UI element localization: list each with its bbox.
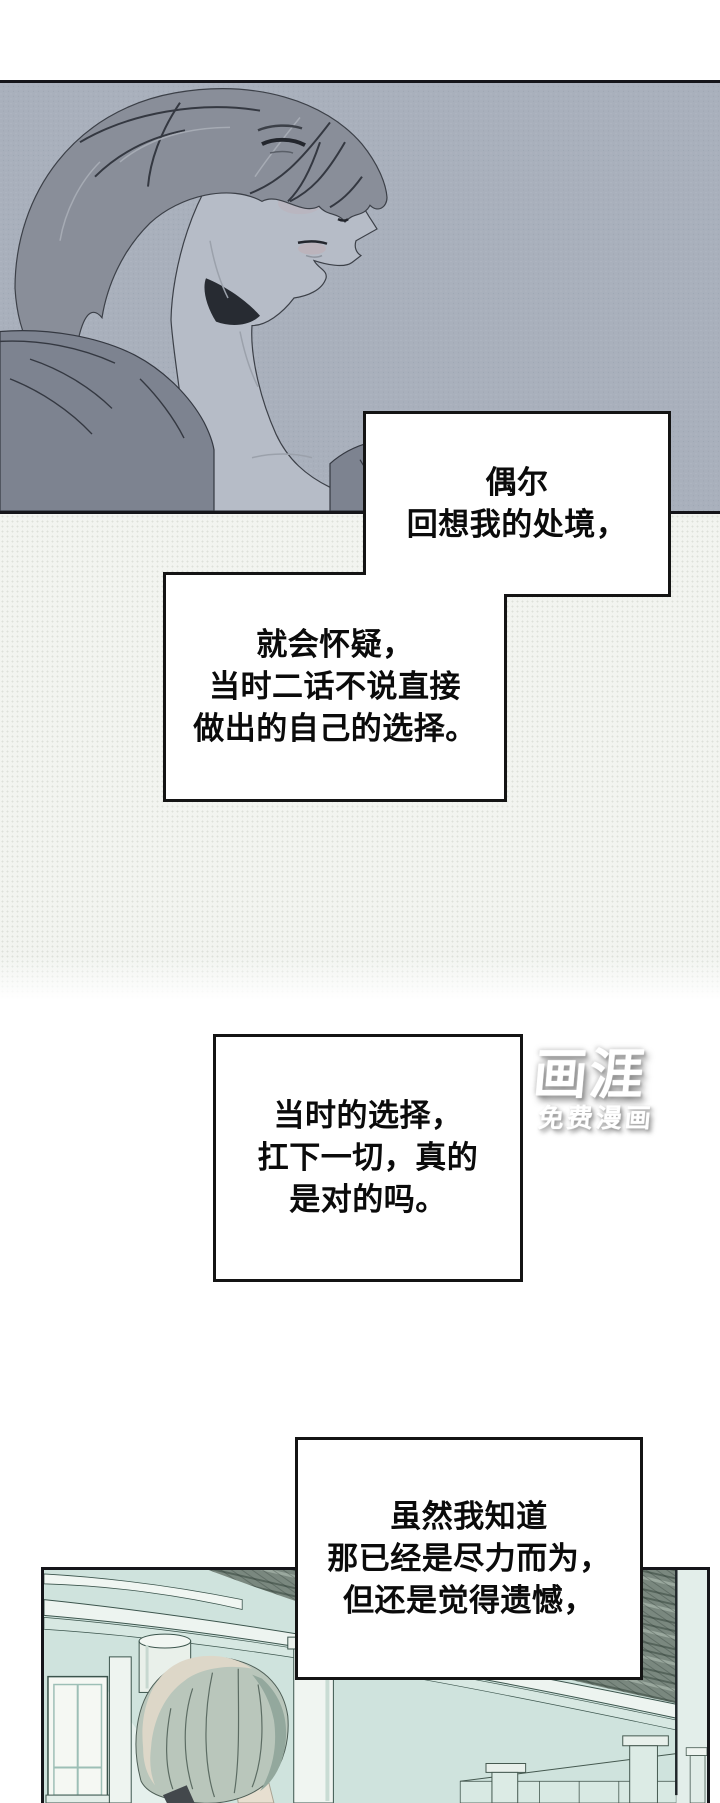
shirt-left [0, 330, 215, 511]
narration-line: 偶尔 [485, 465, 549, 501]
hair-light-strands [59, 117, 301, 241]
person-hair-strands [166, 1668, 263, 1798]
narration-line: 就会怀疑， [256, 627, 414, 663]
hair-dark-strands [79, 102, 363, 209]
window [45, 1675, 110, 1803]
jaw-shadow [204, 278, 260, 325]
box-merge-patch [366, 572, 507, 594]
narration-line: 是对的吗。 [289, 1182, 447, 1218]
nostril [337, 217, 349, 222]
paper-texture-fade [0, 956, 720, 1008]
narration-box-4: 虽然我知道 那已经是尽力而为， 但还是觉得遗憾， [295, 1437, 643, 1680]
shirt-left-folds [0, 340, 185, 439]
wall-column [108, 1656, 132, 1803]
lip-tint [298, 242, 326, 255]
person-hair-shadow [252, 1674, 287, 1792]
narration-line: 那已经是尽力而为， [327, 1540, 611, 1577]
narration-line: 扛下一切，真的 [257, 1140, 479, 1176]
eye-lower-line [269, 150, 294, 154]
huaya-watermark-tagline: 免费漫画 [536, 1104, 656, 1134]
narration-line: 但还是觉得遗憾， [343, 1582, 595, 1619]
hair [14, 88, 388, 379]
far-column-small [485, 1763, 527, 1803]
eyebrow [257, 124, 303, 132]
eye-lash-line [261, 137, 306, 147]
face-skin [170, 118, 378, 511]
narration-box-1: 偶尔 回想我的处境， [363, 411, 671, 597]
narration-line: 做出的自己的选择。 [193, 711, 477, 747]
neck-shading-lines [209, 240, 313, 459]
narration-line: 虽然我知道 [390, 1498, 548, 1535]
upper-left-beam [44, 1573, 243, 1610]
person-figure [135, 1655, 289, 1803]
narration-line: 当时二话不说直接 [209, 669, 461, 705]
narration-box-2: 就会怀疑， 当时二话不说直接 做出的自己的选择。 [163, 572, 507, 802]
under-lip-line [305, 254, 323, 258]
narration-box-3: 当时的选择， 扛下一切，真的 是对的吗。 [213, 1034, 523, 1282]
person-hair [135, 1657, 289, 1803]
person-hair-highlight [142, 1655, 253, 1786]
far-column-large [622, 1735, 669, 1803]
end-wall-column [685, 1747, 707, 1803]
bag-strap [162, 1785, 195, 1803]
narration-line: 当时的选择， [273, 1098, 463, 1134]
narration-line: 回想我的处境， [406, 507, 628, 543]
mouth-line [297, 240, 328, 245]
